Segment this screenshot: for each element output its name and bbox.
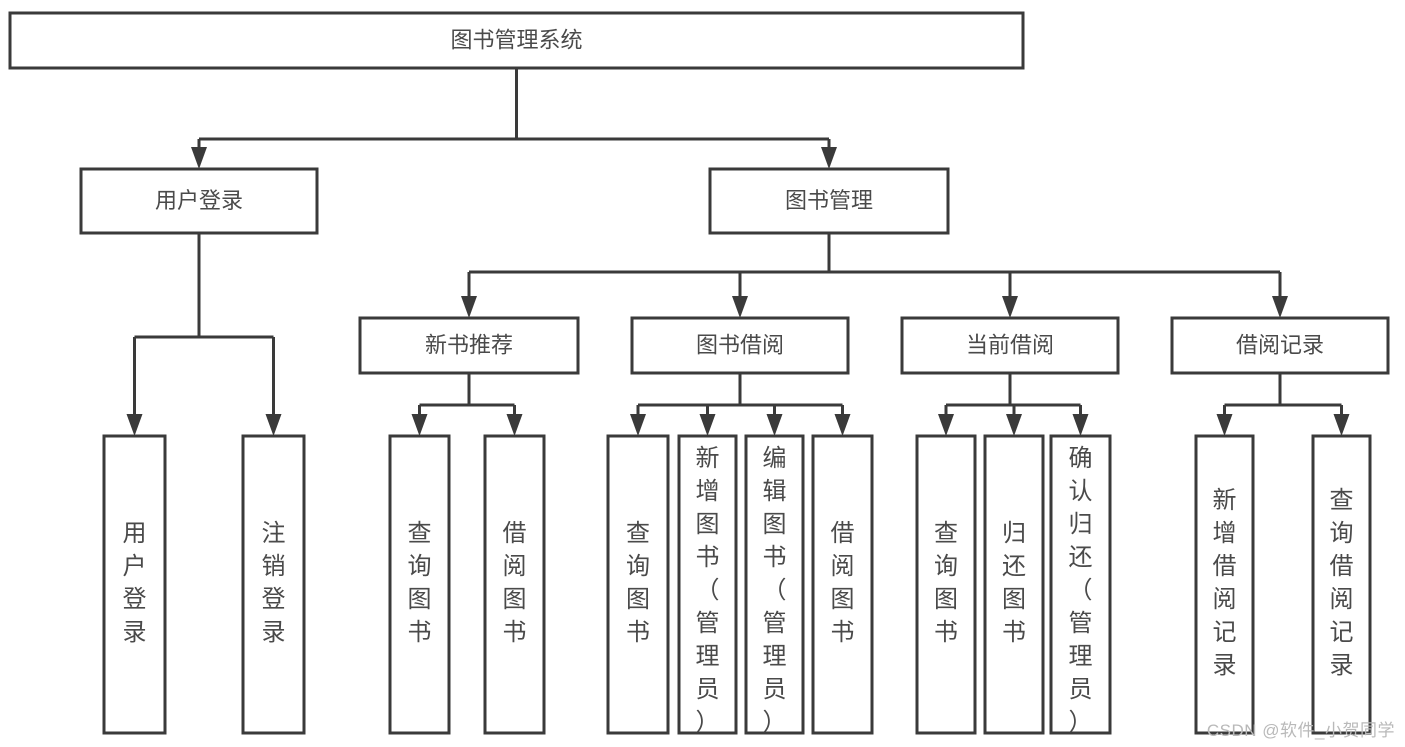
connector-group-current — [938, 373, 1089, 436]
arrow-head-icon — [834, 414, 851, 436]
node-root[interactable]: 图书管理系统 — [8, 11, 1025, 70]
node-box-leaf-logout[interactable] — [241, 434, 306, 735]
node-box-leaf-confirm-ret[interactable] — [1049, 434, 1112, 735]
arrow-head-icon — [1272, 296, 1288, 318]
connector-group-borrow — [630, 373, 851, 436]
arrow-head-icon — [1006, 414, 1022, 436]
node-label-leaf-add-record: 新增借阅记录 — [1213, 487, 1237, 679]
arrow-head-icon — [699, 414, 716, 436]
node-leaf-query-book[interactable]: 查询图书 — [606, 434, 670, 735]
node-login[interactable]: 用户登录 — [79, 167, 319, 235]
node-label-current: 当前借阅 — [966, 332, 1054, 357]
node-label-leaf-query-book: 查询图书 — [626, 520, 650, 646]
node-label-leaf-logout: 注销登录 — [262, 520, 286, 646]
connector-group-login — [126, 233, 282, 436]
node-label-borrow: 图书借阅 — [696, 332, 784, 357]
arrow-head-icon — [821, 147, 837, 169]
node-box-leaf-user-login[interactable] — [102, 434, 167, 735]
connector-group-newbook — [411, 373, 523, 436]
node-label-newbook: 新书推荐 — [425, 332, 513, 357]
node-leaf-return-book[interactable]: 归还图书 — [983, 434, 1045, 735]
node-label-leaf-user-login: 用户登录 — [123, 520, 147, 646]
node-box-leaf-borrow-book[interactable] — [811, 434, 874, 735]
connector-layer — [126, 68, 1350, 436]
node-leaf-confirm-ret[interactable]: 确认归还（管理员） — [1049, 434, 1112, 736]
node-box-borrow[interactable] — [630, 316, 850, 375]
node-box-leaf-edit-book[interactable] — [744, 434, 805, 735]
arrow-head-icon — [191, 147, 207, 169]
node-bookmgmt[interactable]: 图书管理 — [708, 167, 950, 235]
node-leaf-add-record[interactable]: 新增借阅记录 — [1194, 434, 1255, 735]
node-box-current[interactable] — [900, 316, 1120, 375]
node-label-leaf-borrow-new: 借阅图书 — [503, 520, 527, 646]
node-box-leaf-borrow-new[interactable] — [483, 434, 546, 735]
node-leaf-query-new[interactable]: 查询图书 — [388, 434, 451, 735]
node-label-leaf-query-cur: 查询图书 — [934, 520, 958, 646]
node-box-leaf-query-book[interactable] — [606, 434, 670, 735]
node-box-root[interactable] — [8, 11, 1025, 70]
arrow-head-icon — [1333, 414, 1350, 436]
arrow-head-icon — [1216, 414, 1233, 436]
node-box-leaf-query-record[interactable] — [1311, 434, 1372, 735]
arrow-head-icon — [506, 414, 523, 436]
node-newbook[interactable]: 新书推荐 — [358, 316, 580, 375]
arrow-head-icon — [1072, 414, 1089, 436]
node-label-leaf-edit-book: 编辑图书（管理员） — [763, 445, 787, 736]
node-leaf-query-cur[interactable]: 查询图书 — [915, 434, 977, 735]
node-layer: 图书管理系统用户登录图书管理新书推荐图书借阅当前借阅借阅记录用户登录注销登录查询… — [8, 11, 1390, 736]
node-label-leaf-add-book: 新增图书（管理员） — [696, 445, 720, 736]
arrow-head-icon — [1002, 296, 1018, 318]
arrow-head-icon — [461, 296, 477, 318]
arrow-head-icon — [126, 414, 143, 436]
node-box-leaf-add-record[interactable] — [1194, 434, 1255, 735]
node-leaf-query-record[interactable]: 查询借阅记录 — [1311, 434, 1372, 735]
node-box-bookmgmt[interactable] — [708, 167, 950, 235]
connector-group-bookmgmt — [461, 233, 1288, 318]
node-label-leaf-borrow-book: 借阅图书 — [831, 520, 855, 646]
node-box-leaf-return-book[interactable] — [983, 434, 1045, 735]
node-label-leaf-query-new: 查询图书 — [408, 520, 432, 646]
arrow-head-icon — [938, 414, 954, 436]
node-label-leaf-confirm-ret: 确认归还（管理员） — [1069, 445, 1093, 736]
connector-group-records — [1216, 373, 1350, 436]
node-label-root: 图书管理系统 — [450, 27, 582, 52]
node-leaf-add-book[interactable]: 新增图书（管理员） — [677, 434, 738, 736]
arrow-head-icon — [630, 414, 646, 436]
arrow-head-icon — [732, 296, 748, 318]
node-current[interactable]: 当前借阅 — [900, 316, 1120, 375]
node-label-login: 用户登录 — [155, 188, 243, 213]
node-leaf-user-login[interactable]: 用户登录 — [102, 434, 167, 735]
arrow-head-icon — [411, 414, 428, 436]
node-leaf-logout[interactable]: 注销登录 — [241, 434, 306, 735]
arrow-head-icon — [265, 414, 282, 436]
node-label-leaf-query-record: 查询借阅记录 — [1330, 487, 1354, 679]
node-box-leaf-query-cur[interactable] — [915, 434, 977, 735]
connector-group-root — [191, 68, 837, 169]
arrow-head-icon — [766, 414, 783, 436]
node-leaf-borrow-new[interactable]: 借阅图书 — [483, 434, 546, 735]
node-box-leaf-query-new[interactable] — [388, 434, 451, 735]
node-box-login[interactable] — [79, 167, 319, 235]
node-leaf-edit-book[interactable]: 编辑图书（管理员） — [744, 434, 805, 736]
node-box-records[interactable] — [1170, 316, 1390, 375]
node-label-bookmgmt: 图书管理 — [785, 188, 873, 213]
node-box-newbook[interactable] — [358, 316, 580, 375]
node-records[interactable]: 借阅记录 — [1170, 316, 1390, 375]
node-label-records: 借阅记录 — [1236, 332, 1324, 357]
node-label-leaf-return-book: 归还图书 — [1002, 520, 1026, 646]
node-borrow[interactable]: 图书借阅 — [630, 316, 850, 375]
node-leaf-borrow-book[interactable]: 借阅图书 — [811, 434, 874, 735]
node-box-leaf-add-book[interactable] — [677, 434, 738, 735]
